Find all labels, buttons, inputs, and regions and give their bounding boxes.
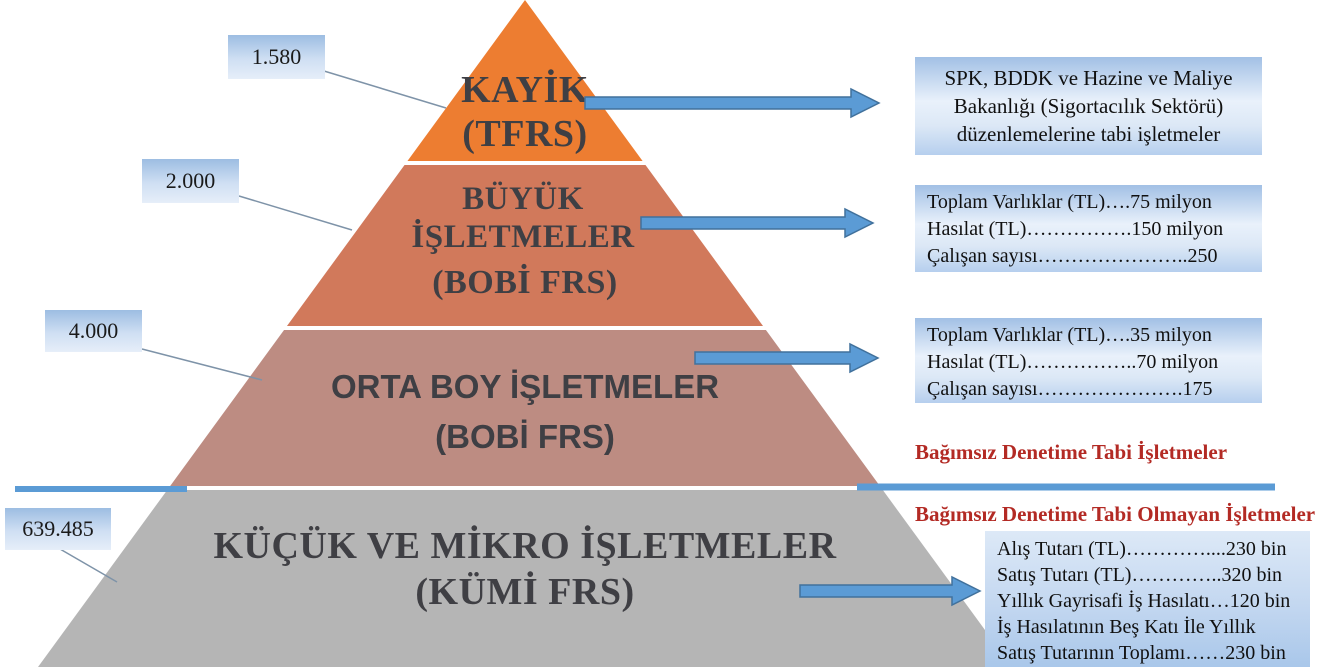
audit-not-subject-label: Bağımsız Denetime Tabi Olmayan İşletmele… — [915, 502, 1316, 526]
criteria-line: Satış Tutarının Toplamı……230 bin — [997, 642, 1286, 664]
leader-line-orta — [141, 348, 263, 381]
criteria-line: Hasılat (TL)……………..70 milyon — [927, 351, 1219, 373]
threshold-box-buyuk: 2.000 — [142, 159, 239, 203]
threshold-box-kucuk: 639.485 — [5, 508, 111, 550]
tier-kucuk-title: KÜÇÜK VE MİKRO İŞLETMELER — [213, 525, 837, 567]
leader-line-buyuk — [238, 195, 353, 231]
criteria-line: Satış Tutarı (TL)…………..320 bin — [997, 564, 1283, 586]
criteria-line: Yıllık Gayrisafi İş Hasılatı…120 bin — [997, 590, 1291, 612]
criteria-line: Çalışan sayısı…………………..250 — [927, 245, 1218, 267]
leader-line-kayik — [323, 70, 447, 109]
tier-kucuk-standard: (KÜMİ FRS) — [415, 571, 635, 613]
criteria-box-kayik: SPK, BDDK ve Hazine ve Maliye Bakanlığı … — [915, 57, 1262, 155]
arrow-right-icon-kayik — [584, 87, 881, 119]
tier-kayik-standard: (TFRS) — [462, 113, 588, 155]
tier-orta-standard: (BOBİ FRS) — [435, 418, 615, 455]
tier-buyuk-standard: (BOBİ FRS) — [432, 264, 618, 301]
criteria-line: Alış Tutarı (TL)…………....230 bin — [997, 538, 1287, 560]
audit-subject-label: Bağımsız Denetime Tabi İşletmeler — [915, 440, 1228, 464]
criteria-line: İş Hasılatının Beş Katı İle Yıllık — [997, 616, 1256, 638]
criteria-line: Hasılat (TL)…………….150 milyon — [927, 218, 1224, 240]
criteria-box-orta: Toplam Varlıklar (TL)….35 milyon Hasılat… — [915, 318, 1262, 403]
criteria-line: Çalışan sayısı………………….175 — [927, 378, 1213, 400]
tier-kayik-title: KAYİK — [461, 69, 589, 111]
tier-orta-title: ORTA BOY İŞLETMELER — [330, 368, 720, 405]
criteria-box-kucuk: Alış Tutarı (TL)…………....230 bin Satış Tu… — [985, 531, 1310, 667]
threshold-box-orta: 4.000 — [45, 310, 142, 352]
threshold-box-kayik: 1.580 — [228, 35, 325, 79]
tier-buyuk-title: BÜYÜK İŞLETMELER — [411, 181, 635, 255]
criteria-box-buyuk: Toplam Varlıklar (TL)….75 milyon Hasılat… — [915, 185, 1262, 272]
criteria-line: Toplam Varlıklar (TL)….35 milyon — [927, 324, 1212, 346]
criteria-line: Toplam Varlıklar (TL)….75 milyon — [927, 191, 1212, 213]
